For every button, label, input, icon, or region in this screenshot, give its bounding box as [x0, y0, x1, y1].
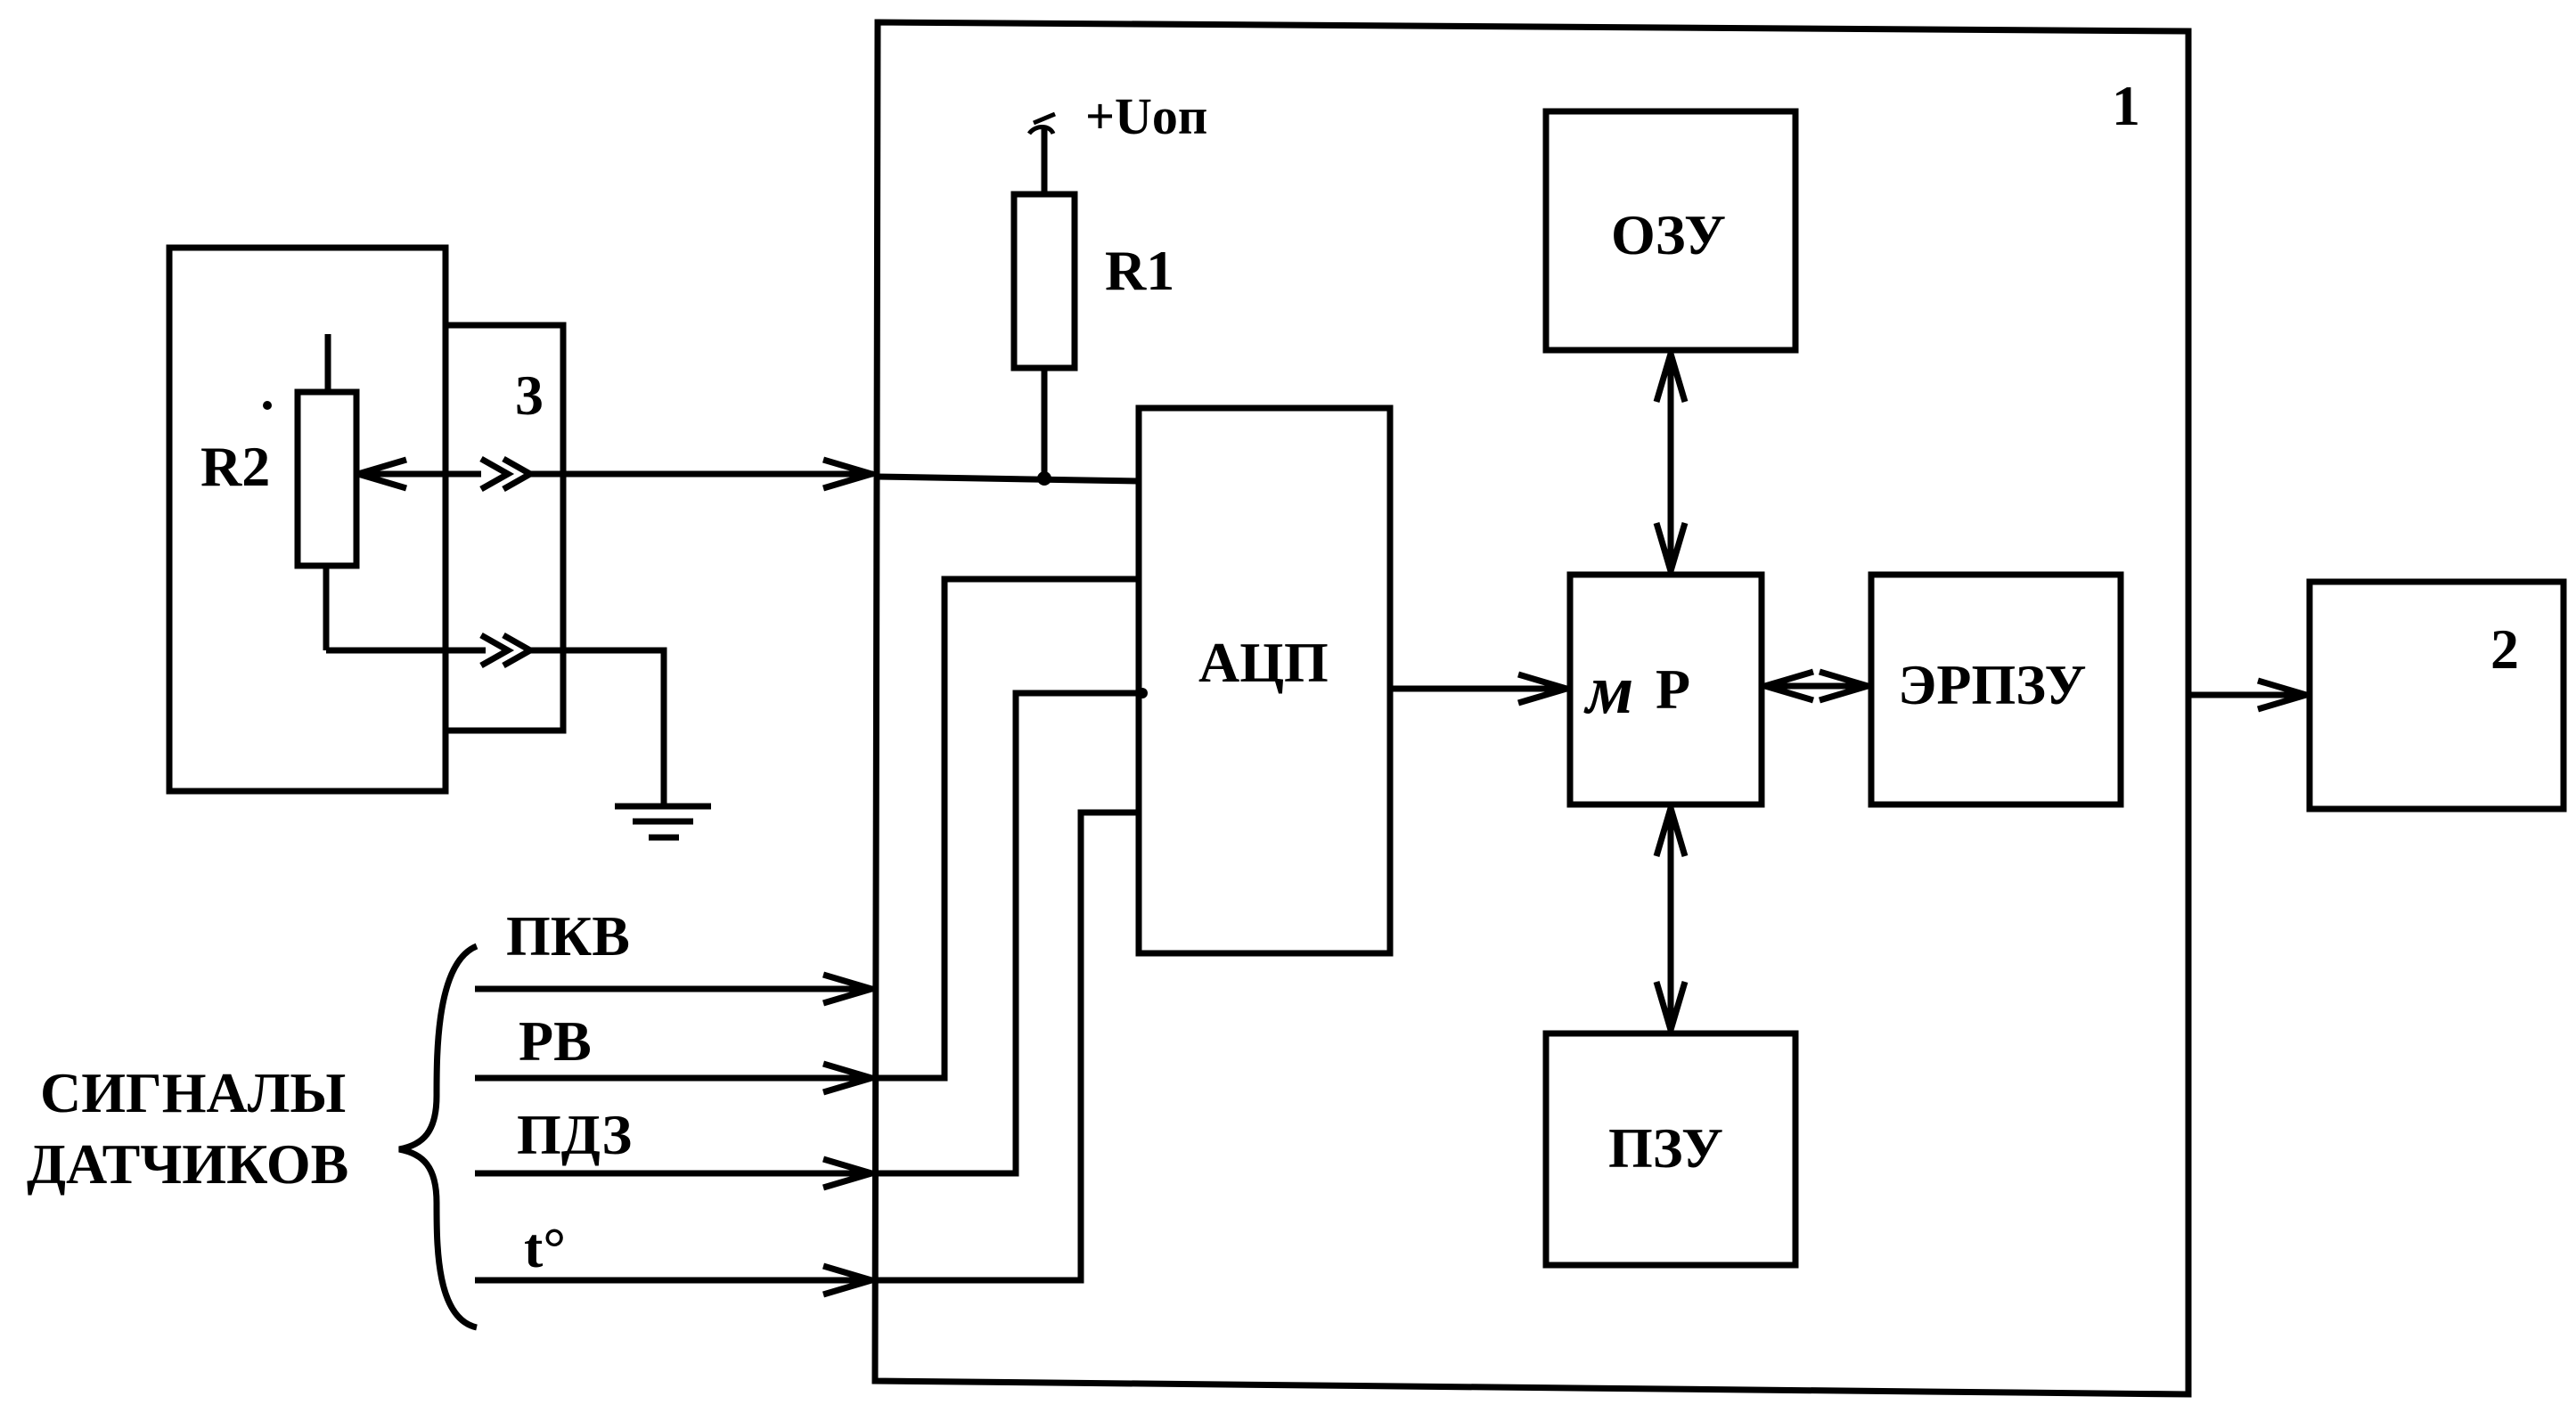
signal-label-rv: РВ: [519, 1009, 592, 1073]
mcu-mu-label: м: [1583, 650, 1633, 728]
main-unit-number: 1: [2112, 74, 2140, 137]
r2-dot: [263, 401, 272, 410]
r2-label: R2: [200, 435, 270, 498]
indicator-number: 2: [2490, 617, 2519, 681]
signals-group-label-1: СИГНАЛЫ: [40, 1061, 346, 1124]
supply-label: +Uоп: [1085, 87, 1207, 145]
eeprom-label: ЭРПЗУ: [1898, 653, 2086, 716]
adc-input-dot: [1137, 688, 1148, 698]
adc-label: АЦП: [1198, 631, 1329, 694]
signals-brace: [399, 946, 477, 1327]
mcu-p-label: Р: [1656, 657, 1690, 721]
connector-3-label: 3: [515, 363, 544, 427]
signal-label-t: t°: [524, 1216, 566, 1279]
rom-label: ПЗУ: [1608, 1116, 1723, 1180]
indicator-block: [2310, 582, 2564, 809]
connector-3: [446, 325, 563, 731]
r1-junction: [1037, 471, 1051, 486]
r1-label: R1: [1105, 239, 1174, 302]
r2-resistor: [298, 392, 356, 566]
ram-label: ОЗУ: [1611, 203, 1726, 266]
ground-icon: [615, 806, 711, 837]
signal-label-pkv: ПКВ: [506, 904, 630, 968]
signals-group-label-2: ДАТЧИКОВ: [27, 1132, 348, 1196]
signal-label-pdz: ПДЗ: [517, 1103, 632, 1166]
r2-to-adc: [878, 477, 1139, 481]
r1-resistor: [1014, 194, 1075, 368]
